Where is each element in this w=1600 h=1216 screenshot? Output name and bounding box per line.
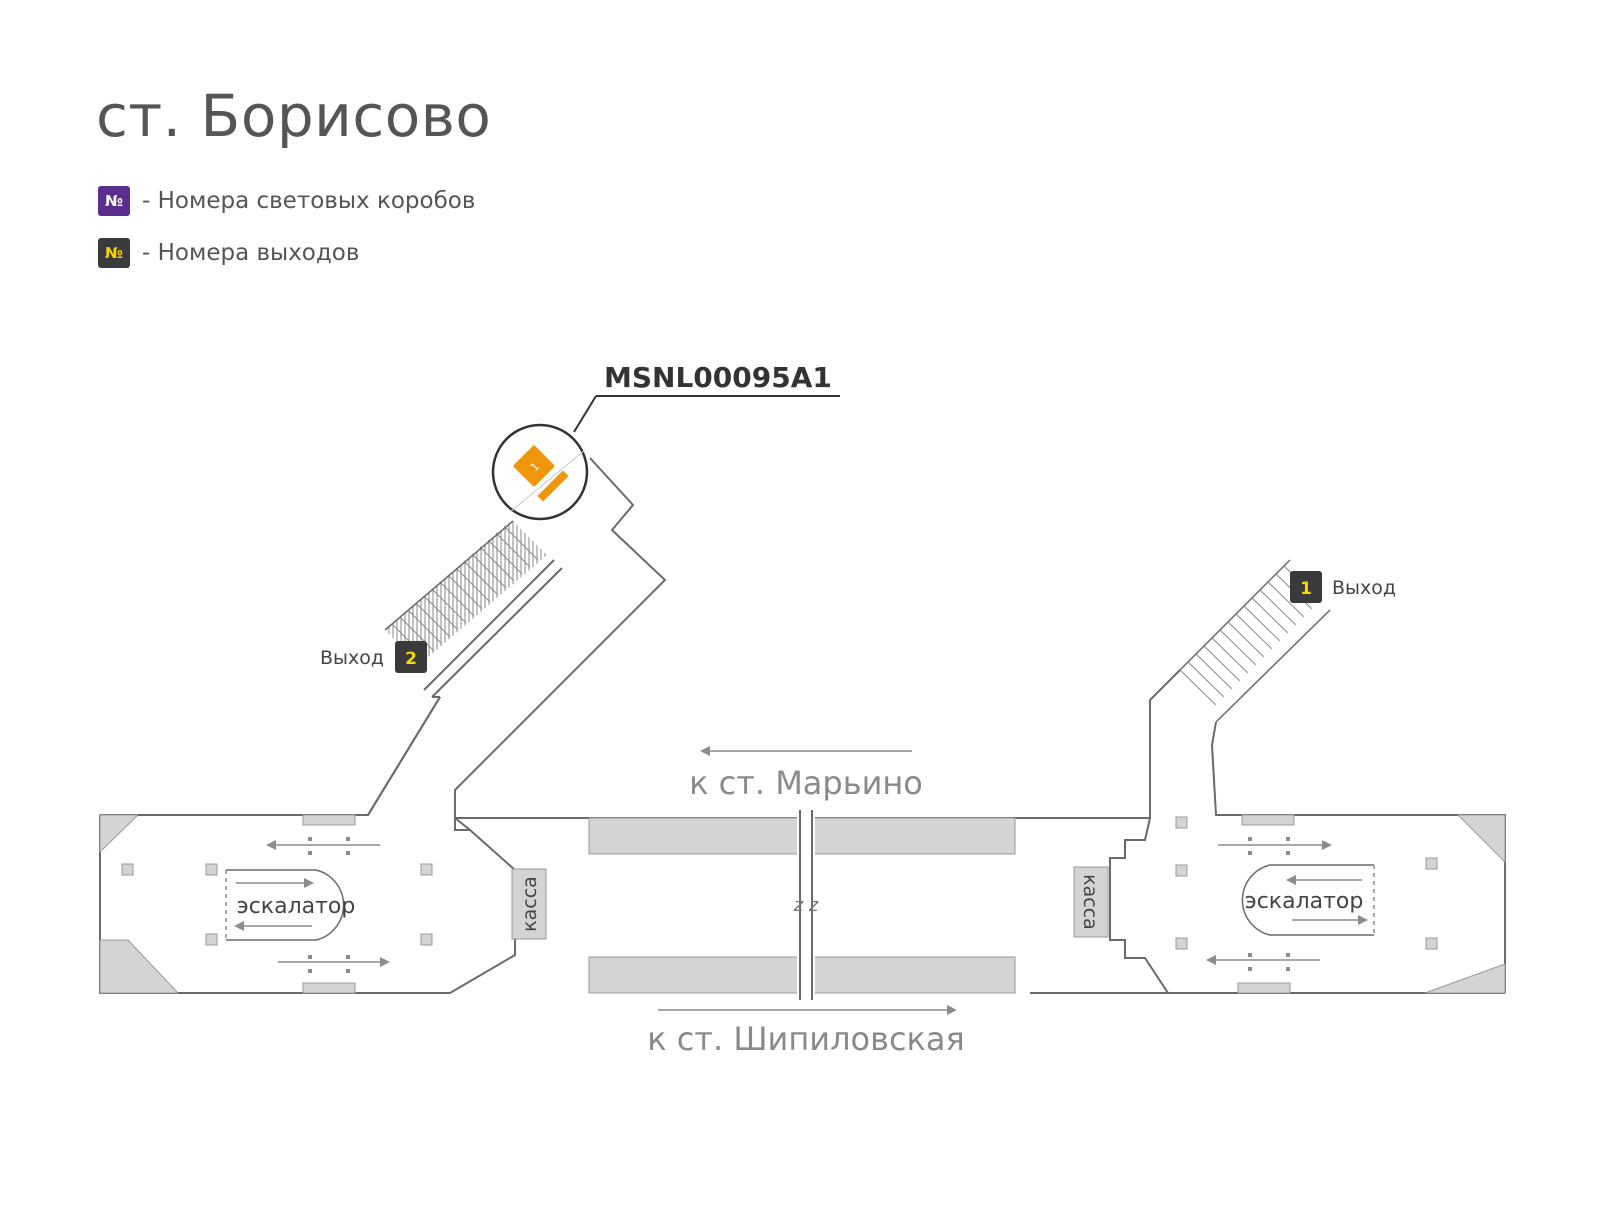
exit-legend-icon: № <box>98 238 130 268</box>
kassa-right-box <box>1073 866 1109 938</box>
legend-exit: № - Номера выходов <box>98 238 359 268</box>
exit-1-number: 1 <box>1300 579 1312 599</box>
pillars <box>121 816 1438 950</box>
track-break: z z <box>793 810 819 1000</box>
escalator-label-left: эскалатор <box>237 894 356 919</box>
kassa-left-box <box>511 868 547 940</box>
lightbox-code: MSNL00095A1 <box>604 361 832 394</box>
kassa-label-left: касса <box>519 876 541 932</box>
exit-1-badge <box>1290 571 1322 603</box>
stairs-exit-2 <box>384 520 547 665</box>
station-title: ст. Борисово <box>96 82 492 150</box>
exit-2: Выход 2 <box>320 641 427 673</box>
turnstile-dots <box>308 837 1290 973</box>
stairs-exit-1 <box>1179 559 1331 723</box>
escalator-right <box>1206 840 1375 965</box>
lightbox-bar <box>537 470 569 502</box>
legend-lightbox: № - Номера световых коробов <box>98 186 475 216</box>
exit-2-number: 2 <box>405 649 417 669</box>
lightbox-legend-icon: № <box>98 186 130 216</box>
direction-marino: к ст. Марьино <box>689 764 923 802</box>
direction-arrows <box>658 746 957 1015</box>
escalator-label-right: эскалатор <box>1245 889 1364 914</box>
lightbox-callout: MSNL00095A1 1 <box>491 361 840 521</box>
break-mark: z z <box>793 895 819 916</box>
exit-1-label: Выход <box>1332 577 1396 599</box>
exit-2-label: Выход <box>320 647 384 669</box>
escalator-left <box>225 840 390 967</box>
legend-exit-text: - Номера выходов <box>142 240 360 266</box>
legend-lightbox-text: - Номера световых коробов <box>142 188 476 214</box>
lightbox-marker: 1 <box>513 445 555 487</box>
exit-1: 1 Выход <box>1290 571 1396 603</box>
direction-shipilovskaya: к ст. Шипиловская <box>647 1020 964 1058</box>
hall-walls <box>99 457 1506 994</box>
exit-2-badge <box>395 641 427 673</box>
kassa-label-right: касса <box>1079 874 1101 930</box>
